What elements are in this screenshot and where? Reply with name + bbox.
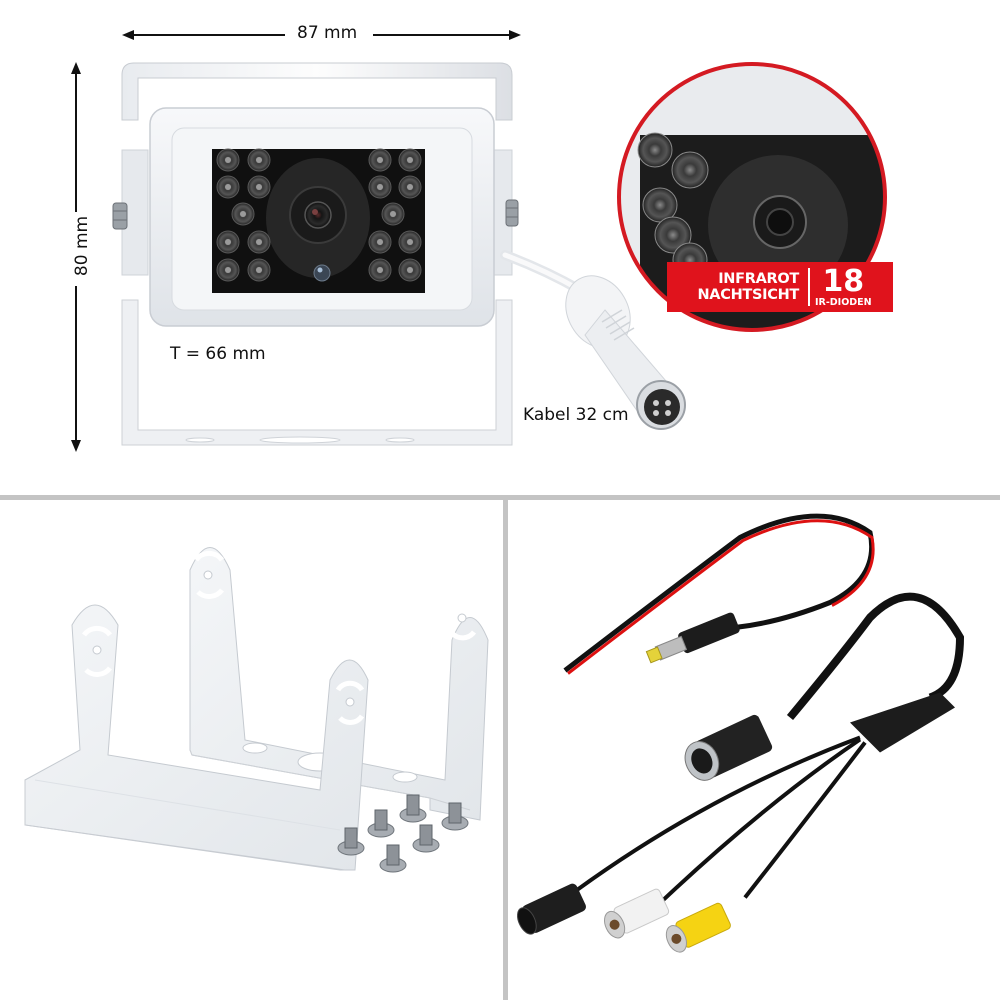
screw [412, 824, 440, 853]
bracket-front [24, 604, 369, 871]
ir-diode-count: 18 [822, 263, 865, 299]
camera-housing [149, 107, 495, 327]
badge-line-2: NACHTSICHT [697, 287, 799, 303]
ir-diode-label: IR-DIODEN [815, 296, 872, 308]
badge-separator [808, 268, 810, 306]
rca-white [604, 888, 670, 939]
camera-dimensions-panel: 87 mm 80 mm T = 66 mm Kabel 32 cm INFRAR… [0, 0, 1000, 495]
infrared-badge: INFRAROT NACHTSICHT 18 IR-DIODEN [667, 262, 893, 312]
vertical-divider [503, 500, 508, 1000]
screws [337, 794, 469, 873]
height-dimension-arrow [71, 62, 81, 452]
badge-line-1: INFRAROT [718, 271, 799, 287]
adapter-cable [517, 592, 965, 953]
screw [441, 802, 469, 831]
power-cable [563, 513, 875, 675]
horizontal-divider [0, 495, 1000, 500]
badge-count: 18 IR-DIODEN [815, 263, 872, 308]
screw [337, 827, 365, 856]
depth-label: T = 66 mm [170, 344, 266, 364]
width-dimension-arrow [122, 30, 521, 40]
width-dimension-label: 87 mm [291, 23, 364, 43]
cables-illustration [517, 513, 965, 953]
ir-led-array [216, 148, 422, 282]
screw [379, 844, 407, 873]
rca-yellow [665, 902, 731, 953]
camera-bracket [121, 62, 513, 446]
screw [399, 794, 427, 823]
badge-feature-text: INFRAROT NACHTSICHT [667, 271, 803, 303]
mounting-brackets-illustration [24, 547, 489, 873]
screw [367, 809, 395, 838]
side-screw-right [505, 199, 519, 227]
cable-length-label: Kabel 32 cm [523, 405, 629, 425]
cables-panel [508, 500, 1000, 1000]
camera-cable [500, 250, 686, 430]
side-screw-left [112, 202, 128, 230]
height-dimension-label: 80 mm [72, 211, 93, 281]
camera-illustration [71, 30, 887, 452]
brackets-panel [0, 500, 503, 1000]
